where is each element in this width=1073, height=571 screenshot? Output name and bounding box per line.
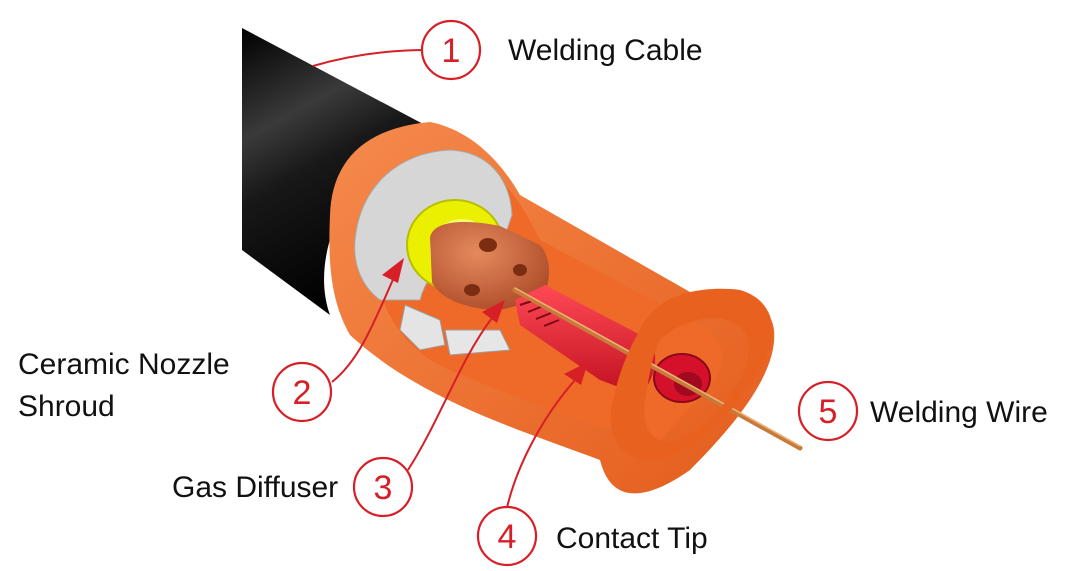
gas-diffuser-hole-3 bbox=[513, 264, 527, 276]
callout-1: 1 bbox=[420, 19, 482, 81]
callout-5-number: 5 bbox=[819, 393, 838, 431]
welding-wire bbox=[512, 287, 803, 451]
contact-tip-thread bbox=[519, 299, 560, 327]
label-contact-tip: Contact Tip bbox=[556, 522, 708, 555]
label-ceramic-nozzle-line-2: Shroud bbox=[18, 390, 115, 423]
gas-diffuser-hole-2 bbox=[464, 284, 480, 296]
callout-4-number: 4 bbox=[498, 518, 517, 556]
ceramic-ring-tab bbox=[444, 329, 511, 356]
arrow-2 bbox=[382, 258, 404, 283]
nozzle-front-ring bbox=[610, 288, 773, 461]
label-welding-wire: Welding Wire bbox=[870, 396, 1048, 429]
callout-4: 4 bbox=[476, 505, 538, 567]
gas-diffuser bbox=[430, 222, 549, 310]
callout-3-number: 3 bbox=[374, 469, 393, 507]
gas-diffuser-hole-1 bbox=[479, 238, 497, 252]
label-ceramic-nozzle-line-1: Ceramic Nozzle bbox=[18, 348, 230, 381]
welding-wire-highlight bbox=[514, 287, 801, 447]
callout-5: 5 bbox=[797, 380, 859, 442]
leader-line-1 bbox=[312, 49, 429, 67]
callout-3: 3 bbox=[352, 456, 414, 518]
callout-1-number: 1 bbox=[442, 32, 461, 70]
leader-line-2 bbox=[331, 274, 396, 383]
label-welding-cable: Welding Cable bbox=[508, 34, 703, 67]
welding-cable bbox=[242, 28, 425, 315]
leader-line-3 bbox=[407, 317, 493, 471]
label-gas-diffuser: Gas Diffuser bbox=[172, 471, 338, 504]
callout-2-number: 2 bbox=[293, 374, 312, 412]
ceramic-ring-lower bbox=[399, 304, 446, 351]
leader-line-4 bbox=[505, 379, 576, 513]
arrow-3 bbox=[482, 300, 505, 323]
callout-2: 2 bbox=[271, 361, 333, 423]
arrow-4 bbox=[564, 362, 588, 385]
